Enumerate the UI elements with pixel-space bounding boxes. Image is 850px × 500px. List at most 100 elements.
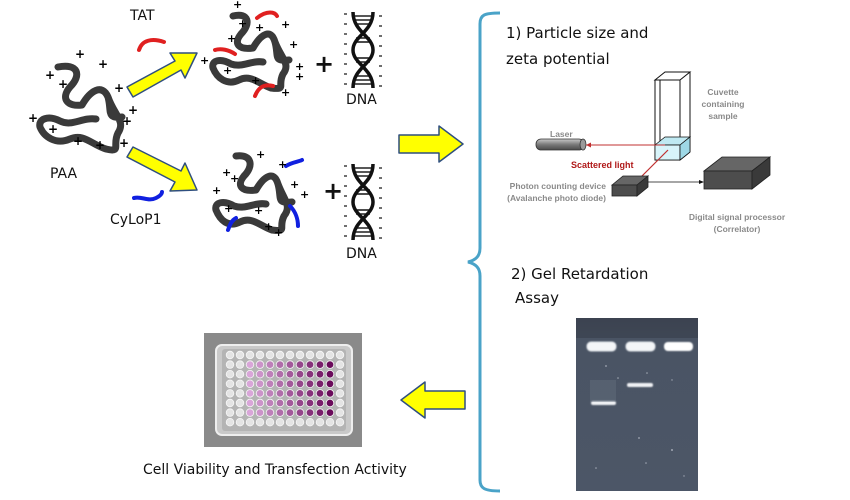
- svg-text:+: +: [114, 81, 124, 95]
- svg-text:+: +: [295, 60, 304, 73]
- plate-well: [295, 379, 305, 388]
- gel-band-lane-1: [591, 401, 616, 405]
- plate-well: [335, 370, 345, 379]
- plate-well: [325, 417, 335, 427]
- svg-text:+: +: [58, 77, 68, 91]
- plate-well: [315, 350, 325, 360]
- svg-text:+: +: [254, 204, 263, 217]
- laser-caption: Laser: [550, 129, 573, 139]
- plate-well: [235, 350, 245, 360]
- svg-text:+: +: [98, 57, 108, 71]
- plate-well: [335, 408, 345, 417]
- plate-well: [335, 398, 345, 408]
- well-plate-photo: [204, 333, 362, 447]
- paa-tat-complex-icon: +++ +++ +++ +++: [200, 0, 304, 99]
- plate-well: [235, 379, 245, 388]
- step2-title: 2) Gel Retardation Assay: [511, 262, 648, 310]
- plate-well: [315, 389, 325, 398]
- tat-peptide-icon: [137, 38, 166, 52]
- gel-well-lane-1: [586, 341, 617, 352]
- correlator-caption: Digital signal processor (Correlator): [672, 211, 802, 235]
- correlator-caption-line2: (Correlator): [713, 224, 761, 234]
- plate-well: [295, 408, 305, 417]
- plate-well: [285, 360, 295, 369]
- plate-well: [255, 408, 265, 417]
- plate-well: [245, 360, 255, 369]
- plate-well: [335, 389, 345, 398]
- plate-well: [335, 350, 345, 360]
- plate-well: [255, 360, 265, 369]
- plate-well: [265, 389, 275, 398]
- svg-text:+: +: [122, 114, 132, 128]
- svg-text:+: +: [227, 32, 236, 45]
- left-arrow-to-viability-icon: [400, 381, 466, 419]
- plate-well: [255, 417, 265, 427]
- plus-sign-top: +: [314, 50, 335, 78]
- plate-well: [225, 408, 235, 417]
- svg-text:+: +: [223, 64, 232, 77]
- plate-well: [285, 408, 295, 417]
- plate-well: [235, 398, 245, 408]
- plate-well: [315, 417, 325, 427]
- svg-text:+: +: [224, 202, 233, 215]
- correlator-caption-line1: Digital signal processor: [688, 212, 786, 222]
- plate-well: [265, 360, 275, 369]
- plate-well: [265, 408, 275, 417]
- cuvette-caption-line2: containing: [701, 99, 745, 109]
- plate-well: [235, 360, 245, 369]
- cuvette-caption-line3: sample: [708, 111, 738, 121]
- svg-text:+: +: [128, 103, 138, 117]
- plate-well: [255, 370, 265, 379]
- plate-well: [265, 370, 275, 379]
- svg-text:+: +: [45, 68, 55, 82]
- plate-well: [295, 370, 305, 379]
- plate-well: [315, 398, 325, 408]
- plate-well: [225, 389, 235, 398]
- plate-well: [235, 370, 245, 379]
- plate-well: [275, 389, 285, 398]
- plate-well: [255, 398, 265, 408]
- plate-well: [295, 417, 305, 427]
- dna-helix-icon-bottom: [344, 163, 382, 241]
- plate-well: [325, 350, 335, 360]
- step2-title-line1: 2) Gel Retardation: [511, 265, 649, 283]
- plate-well: [305, 360, 315, 369]
- plate-well: [315, 360, 325, 369]
- arrow-to-cylop1-complex-icon: [126, 146, 198, 192]
- svg-text:+: +: [212, 184, 221, 197]
- plate-well: [295, 350, 305, 360]
- svg-text:+: +: [256, 148, 265, 161]
- svg-text:+: +: [238, 17, 247, 30]
- plate-well: [335, 360, 345, 369]
- plate-well: [265, 350, 275, 360]
- dna-label-bottom: DNA: [346, 246, 377, 262]
- gel-band-lane-2: [627, 383, 653, 387]
- svg-text:+: +: [73, 134, 83, 148]
- tat-label: TAT: [130, 8, 155, 24]
- plate-well: [285, 389, 295, 398]
- plate-well: [225, 350, 235, 360]
- plate-well: [295, 360, 305, 369]
- paa-label: PAA: [50, 166, 78, 182]
- plate-well: [325, 408, 335, 417]
- plate-well: [295, 398, 305, 408]
- plate-well: [235, 389, 245, 398]
- plate-well: [305, 379, 315, 388]
- plate-well: [285, 379, 295, 388]
- paa-cylop1-complex-icon: +++ +++ +++ ++: [212, 148, 309, 239]
- detector-caption-line2: (Avalanche photo diode): [507, 193, 606, 203]
- svg-text:+: +: [295, 70, 304, 83]
- svg-text:+: +: [255, 21, 264, 34]
- plate-well: [255, 350, 265, 360]
- cylop1-label: CyLoP1: [110, 212, 162, 228]
- dls-schematic: [535, 71, 772, 197]
- cylop1-peptide-icon: [132, 190, 164, 202]
- plate-well: [315, 408, 325, 417]
- arrow-to-tat-complex-icon: [126, 52, 198, 98]
- plate-well: [275, 350, 285, 360]
- plate-well: [335, 379, 345, 388]
- plate-well: [235, 417, 245, 427]
- well-plate-icon: [215, 344, 353, 436]
- plate-well: [235, 408, 245, 417]
- svg-text:+: +: [281, 18, 290, 31]
